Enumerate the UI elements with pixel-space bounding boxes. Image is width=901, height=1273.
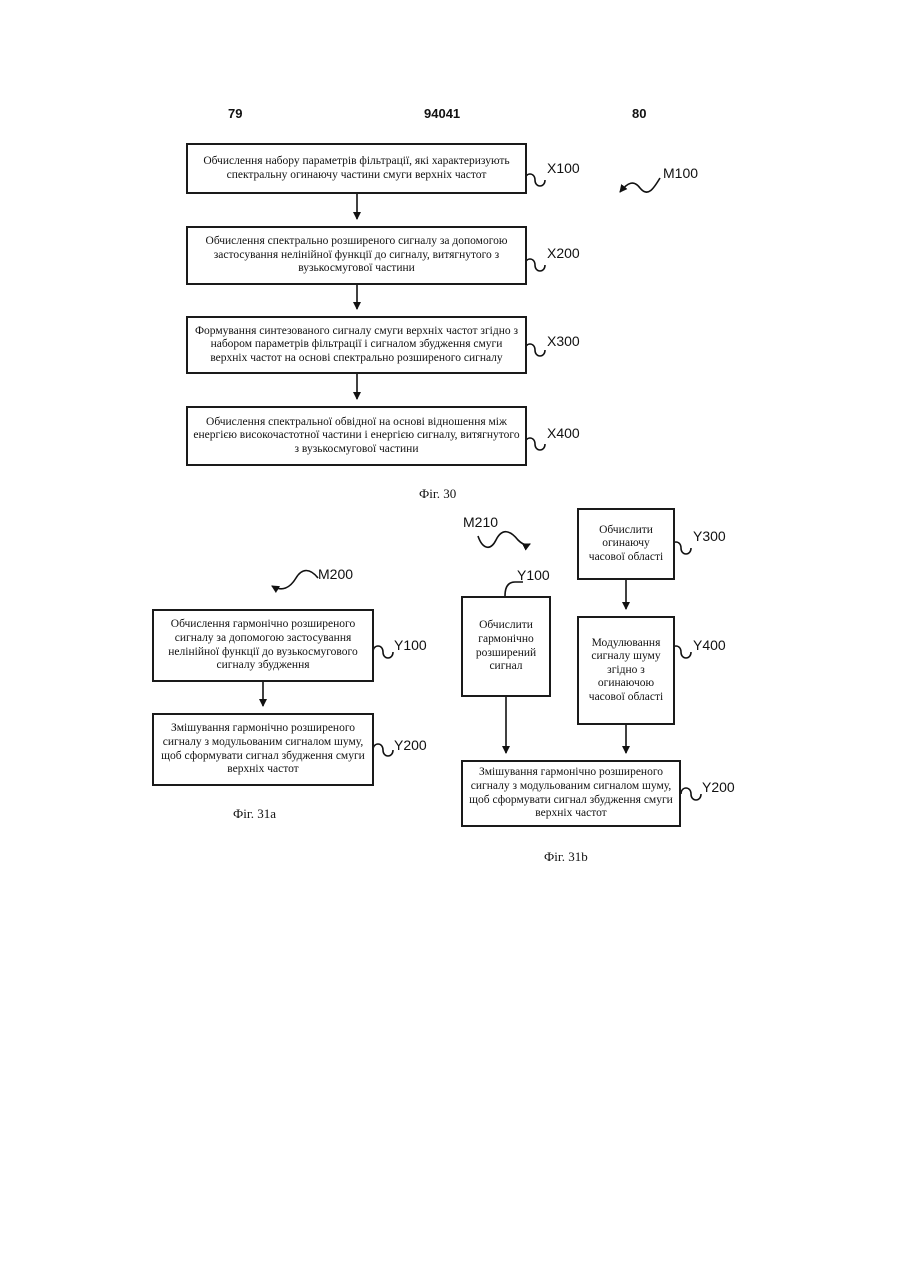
method-label-m210: M210 <box>463 514 498 530</box>
figure-caption-31b: Фіг. 31b <box>544 849 588 865</box>
step-label-31a-y200: Y200 <box>394 737 427 753</box>
flow-box-31b-y200: Змішування гармонічно розширеного сигнал… <box>461 760 681 827</box>
leader-31b-y200 <box>681 788 701 800</box>
method-m200-squiggle <box>272 571 318 589</box>
leader-x100 <box>525 174 545 186</box>
method-label-m200: M200 <box>318 566 353 582</box>
flow-box-31b-y100: Обчислити гармонічно розширений сигнал <box>461 596 551 697</box>
step-label-31b-y200: Y200 <box>702 779 735 795</box>
step-label-x200: X200 <box>547 245 580 261</box>
method-m210-squiggle <box>478 532 530 548</box>
method-label-m100: M100 <box>663 165 698 181</box>
step-label-31b-y400: Y400 <box>693 637 726 653</box>
flow-box-31b-y300: Обчислити огинаючу часової області <box>577 508 675 580</box>
figure-caption-31a: Фіг. 31a <box>233 806 276 822</box>
method-m100-squiggle <box>620 178 660 192</box>
step-label-31b-y300: Y300 <box>693 528 726 544</box>
leader-x400 <box>525 438 545 450</box>
flow-box-x400: Обчислення спектральної обвідної на осно… <box>186 406 527 466</box>
figure-caption-30: Фіг. 30 <box>419 486 456 502</box>
step-label-31b-y100: Y100 <box>517 567 550 583</box>
flow-box-x300: Формування синтезованого сигналу смуги в… <box>186 316 527 374</box>
leader-x200 <box>525 259 545 271</box>
flow-box-31a-y100: Обчислення гармонічно розширеного сигнал… <box>152 609 374 682</box>
flow-box-x200: Обчислення спектрально розширеного сигна… <box>186 226 527 285</box>
flow-box-x100: Обчислення набору параметрів фільтрації,… <box>186 143 527 194</box>
leader-31b-y100 <box>505 582 523 596</box>
flow-box-31b-y400: Модулювання сигналу шуму згідно з огинаю… <box>577 616 675 725</box>
leader-31a-y100 <box>373 646 393 658</box>
flow-box-31a-y200: Змішування гармонічно розширеного сигнал… <box>152 713 374 786</box>
step-label-31a-y100: Y100 <box>394 637 427 653</box>
leader-31a-y200 <box>373 744 393 756</box>
step-label-x400: X400 <box>547 425 580 441</box>
step-label-x100: X100 <box>547 160 580 176</box>
step-label-x300: X300 <box>547 333 580 349</box>
leader-x300 <box>525 344 545 356</box>
